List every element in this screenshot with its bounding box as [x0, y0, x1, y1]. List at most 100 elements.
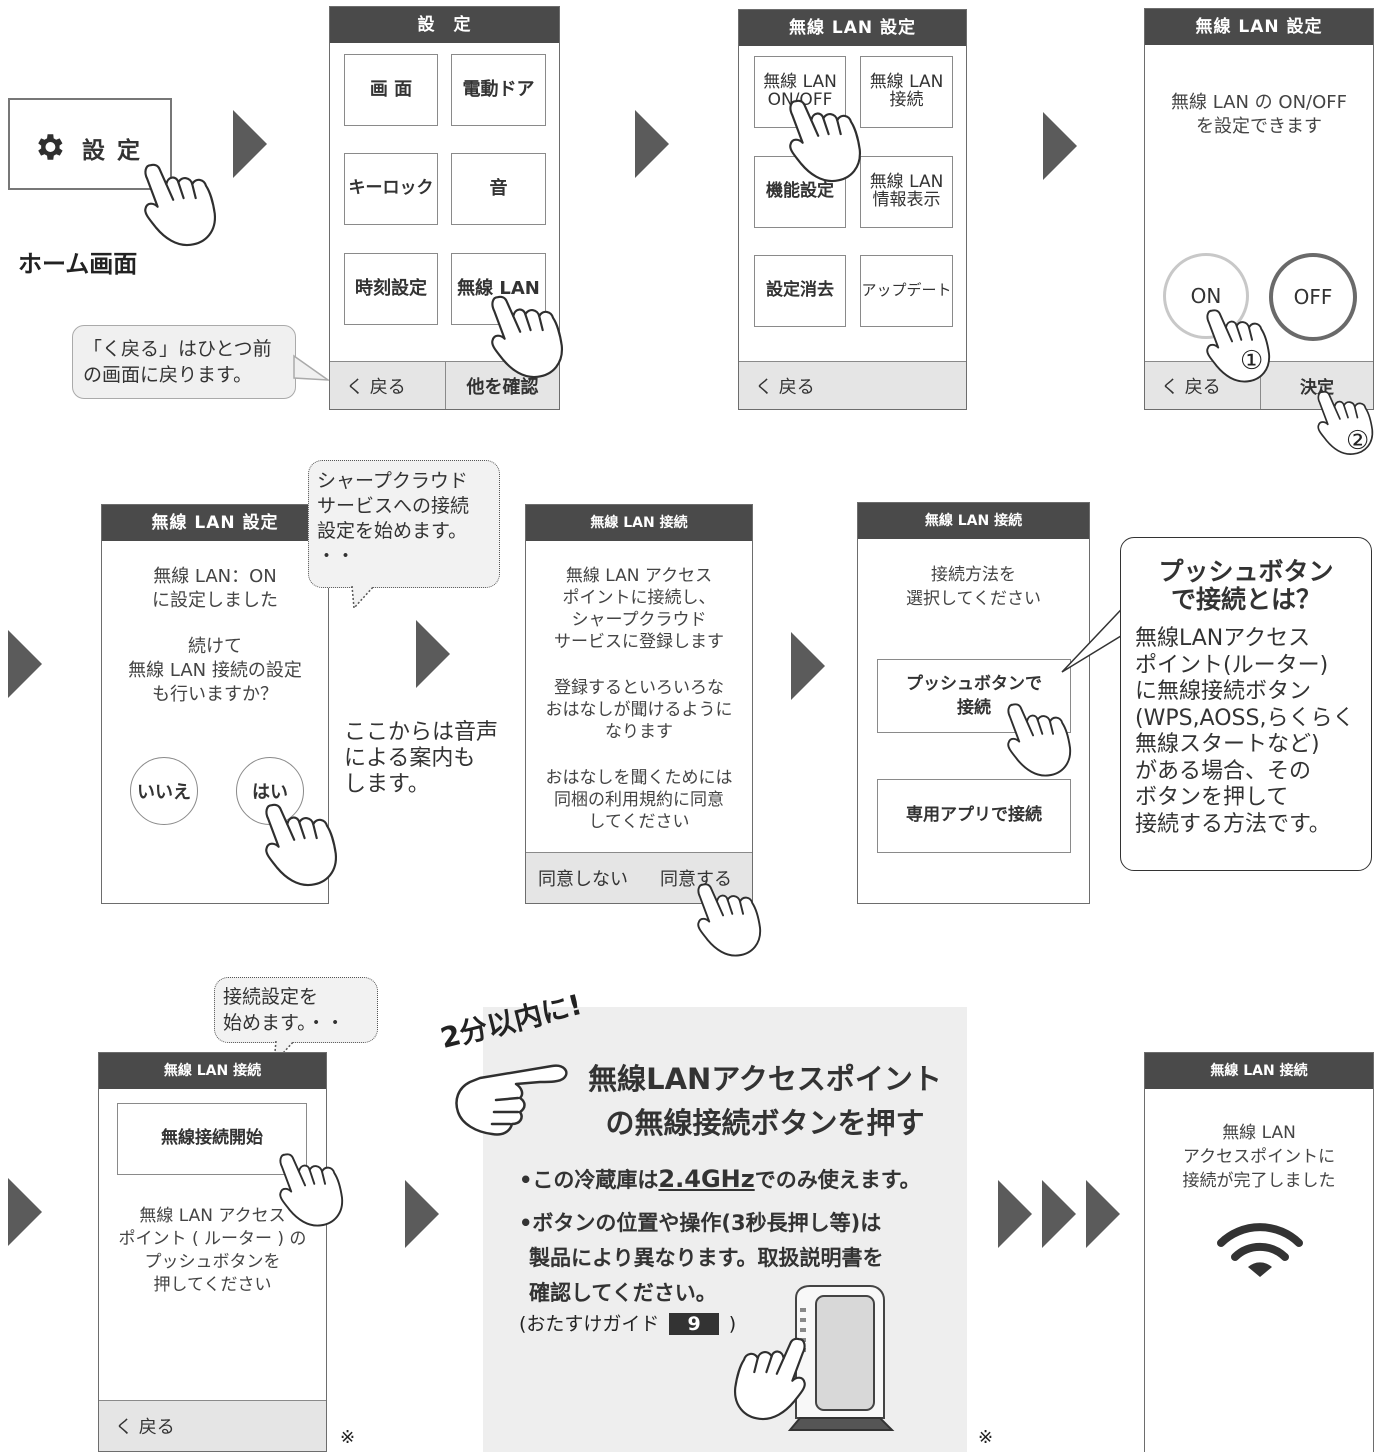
play-arrow-icon: [1043, 112, 1077, 180]
back-button[interactable]: く 戻る: [115, 1417, 175, 1438]
step-1-marker: ①: [1240, 346, 1264, 376]
push-info-title: プッシュボタン で接続とは？: [1121, 558, 1371, 614]
onoff-title: 無線 LAN 設定: [1145, 9, 1373, 45]
wifi-icon: [1217, 1223, 1303, 1277]
msg-line: 登録するといろいろな: [554, 678, 724, 698]
bullet1-post: でのみ使えます。: [754, 1168, 921, 1192]
start-message: 無線 LAN アクセス ポイント ( ルーター ) の プッシュボタンを 押して…: [99, 1205, 326, 1297]
terms-p2: 登録するといろいろな おはなしが聞けるように なります: [526, 677, 752, 743]
hand-pointer-icon: [279, 1153, 344, 1227]
hand-pointer-icon: [491, 295, 564, 379]
agree-button[interactable]: 同意する: [660, 869, 732, 890]
on-button[interactable]: ON: [1163, 253, 1249, 339]
confirm-on-title: 無線 LAN 設定: [102, 505, 328, 541]
asterisk-note: ※: [978, 1427, 994, 1448]
confirm-on-screen: 無線 LAN 設定 無線 LAN：ON に設定しました 続けて 無線 LAN 接…: [101, 504, 329, 904]
body-line: ポイント(ルーター): [1135, 652, 1329, 678]
bubble-line: 始めます。・・: [223, 1012, 345, 1034]
msg-line: プッシュボタンを: [144, 1252, 281, 1272]
bullet2-line: 確認してください。: [529, 1281, 717, 1305]
start-footer: く 戻る: [99, 1400, 326, 1451]
push-info-box: プッシュボタン で接続とは？ 無線LANアクセス ポイント(ルーター) に無線接…: [1120, 537, 1372, 871]
hand-pointer-icon: [697, 883, 762, 957]
method-title: 無線 LAN 接続: [858, 503, 1089, 539]
tile-key-lock[interactable]: キーロック: [344, 153, 438, 225]
heading-line: の無線接続ボタンを押す: [605, 1106, 925, 1140]
app-connect-button[interactable]: 専用アプリで接続: [877, 779, 1071, 853]
home-settings-label: 設 定: [82, 138, 143, 164]
guide-reference: (おたすけガイド 9 ): [519, 1309, 736, 1336]
play-arrow-icon: [1086, 1180, 1120, 1248]
cloud-connect-bubble: シャープクラウド サービスへの接続 設定を始めます。 ・・: [308, 460, 500, 588]
back-note-tail: [293, 354, 331, 381]
body-line: (WPS,AOSS,らくらく: [1135, 705, 1355, 731]
voice-line: します。: [344, 772, 430, 797]
guide-post: ): [728, 1313, 737, 1335]
msg-line: ポイント ( ルーター ) の: [118, 1229, 307, 1249]
bullet1-pre: •この冷蔵庫は: [519, 1168, 659, 1192]
tile-clear-settings[interactable]: 設定消去: [754, 255, 846, 327]
confirm-on-message1: 無線 LAN：ON に設定しました: [102, 565, 328, 613]
hand-pointer-icon: [144, 163, 217, 247]
home-settings-button[interactable]: 設 定: [8, 98, 172, 190]
router-icon: [787, 1285, 895, 1431]
onoff-screen: 無線 LAN 設定 無線 LAN の ON/OFF を設定できます ON OFF…: [1144, 8, 1374, 410]
msg-line: 接続が完了しました: [1182, 1171, 1336, 1191]
tile-clock[interactable]: 時刻設定: [344, 253, 438, 325]
no-button[interactable]: いいえ: [130, 757, 198, 825]
pointing-hand-icon: [455, 1064, 568, 1136]
other-button[interactable]: 他を確認: [466, 376, 539, 398]
play-arrow-icon: [233, 110, 267, 178]
disagree-button[interactable]: 同意しない: [538, 869, 628, 890]
wlan-menu-screen: 無線 LAN 設定 無線 LAN ON/OFF 無線 LAN 接続 機能設定 無…: [738, 9, 967, 410]
done-screen: 無線 LAN 接続 無線 LAN アクセスポイントに 接続が完了しました: [1144, 1052, 1374, 1452]
home-caption: ホーム画面: [18, 250, 138, 278]
hand-pointer-icon: [733, 1337, 806, 1421]
tile-update[interactable]: アップデート: [860, 255, 953, 327]
confirm-on-message2: 続けて 無線 LAN 接続の設定 も行いますか？: [102, 635, 328, 707]
step-2-marker: ②: [1346, 426, 1370, 456]
play-arrow-icon: [416, 620, 450, 688]
bubble-line: ・・: [317, 545, 356, 567]
footer-divider: [445, 362, 446, 409]
voice-line: ここからは音声: [344, 720, 499, 745]
footer-divider: [1260, 362, 1261, 409]
bubble-line: 設定を始めます。: [317, 520, 468, 542]
body-line: 無線スタートなど): [1135, 732, 1320, 757]
tile-wlan-info[interactable]: 無線 LAN 情報表示: [860, 156, 953, 228]
tile-screen[interactable]: 画 面: [344, 54, 438, 126]
asterisk-note: ※: [340, 1427, 356, 1448]
tile-function-settings[interactable]: 機能設定: [754, 156, 846, 228]
tile-sound[interactable]: 音: [451, 153, 546, 225]
terms-p1: 無線 LAN アクセス ポイントに接続し、 シャープクラウド サービスに登録しま…: [526, 565, 752, 653]
yes-button[interactable]: はい: [236, 757, 304, 825]
tile-wlan-connect[interactable]: 無線 LAN 接続: [860, 56, 953, 128]
msg-line: おはなしを聞くためには: [545, 768, 733, 788]
voice-note: ここからは音声 による案内も します。: [344, 720, 498, 798]
msg-line: 無線 LAN: [1222, 1123, 1296, 1143]
msg-line: シャープクラウド: [571, 610, 707, 630]
msg-line: ポイントに接続し、: [562, 588, 716, 608]
start-screen: 無線 LAN 接続 無線接続開始 無線 LAN アクセス ポイント ( ルーター…: [98, 1052, 327, 1452]
back-button[interactable]: く 戻る: [1161, 376, 1221, 398]
msg-line: サービスに登録します: [554, 632, 724, 652]
settings-screen: 設 定 画 面 電動ドア キーロック 音 時刻設定 無線 LAN く 戻る 他を…: [329, 6, 560, 410]
settings-title: 設 定: [330, 7, 559, 43]
back-button[interactable]: く 戻る: [346, 376, 406, 398]
msg-line: 押してください: [153, 1275, 272, 1295]
msg-line: 無線 LAN アクセス: [565, 566, 713, 586]
terms-title: 無線 LAN 接続: [526, 505, 752, 541]
play-arrow-icon: [1042, 1180, 1076, 1248]
back-button[interactable]: く 戻る: [755, 376, 815, 398]
msg-line: 続けて: [188, 636, 242, 657]
tile-power-door[interactable]: 電動ドア: [451, 54, 546, 126]
hand-pointer-icon: [265, 803, 338, 887]
off-button[interactable]: OFF: [1269, 253, 1357, 341]
bullet2-line: •ボタンの位置や操作(3秒長押し等)は: [519, 1211, 882, 1235]
onoff-message-line1: 無線 LAN の ON/OFF: [1171, 92, 1347, 113]
router-panel: [483, 1007, 967, 1452]
msg-line: 無線 LAN 接続の設定: [128, 660, 302, 681]
body-line: がある場合、その: [1135, 758, 1312, 784]
start-connect-button[interactable]: 無線接続開始: [117, 1103, 307, 1175]
start-title: 無線 LAN 接続: [99, 1053, 326, 1089]
